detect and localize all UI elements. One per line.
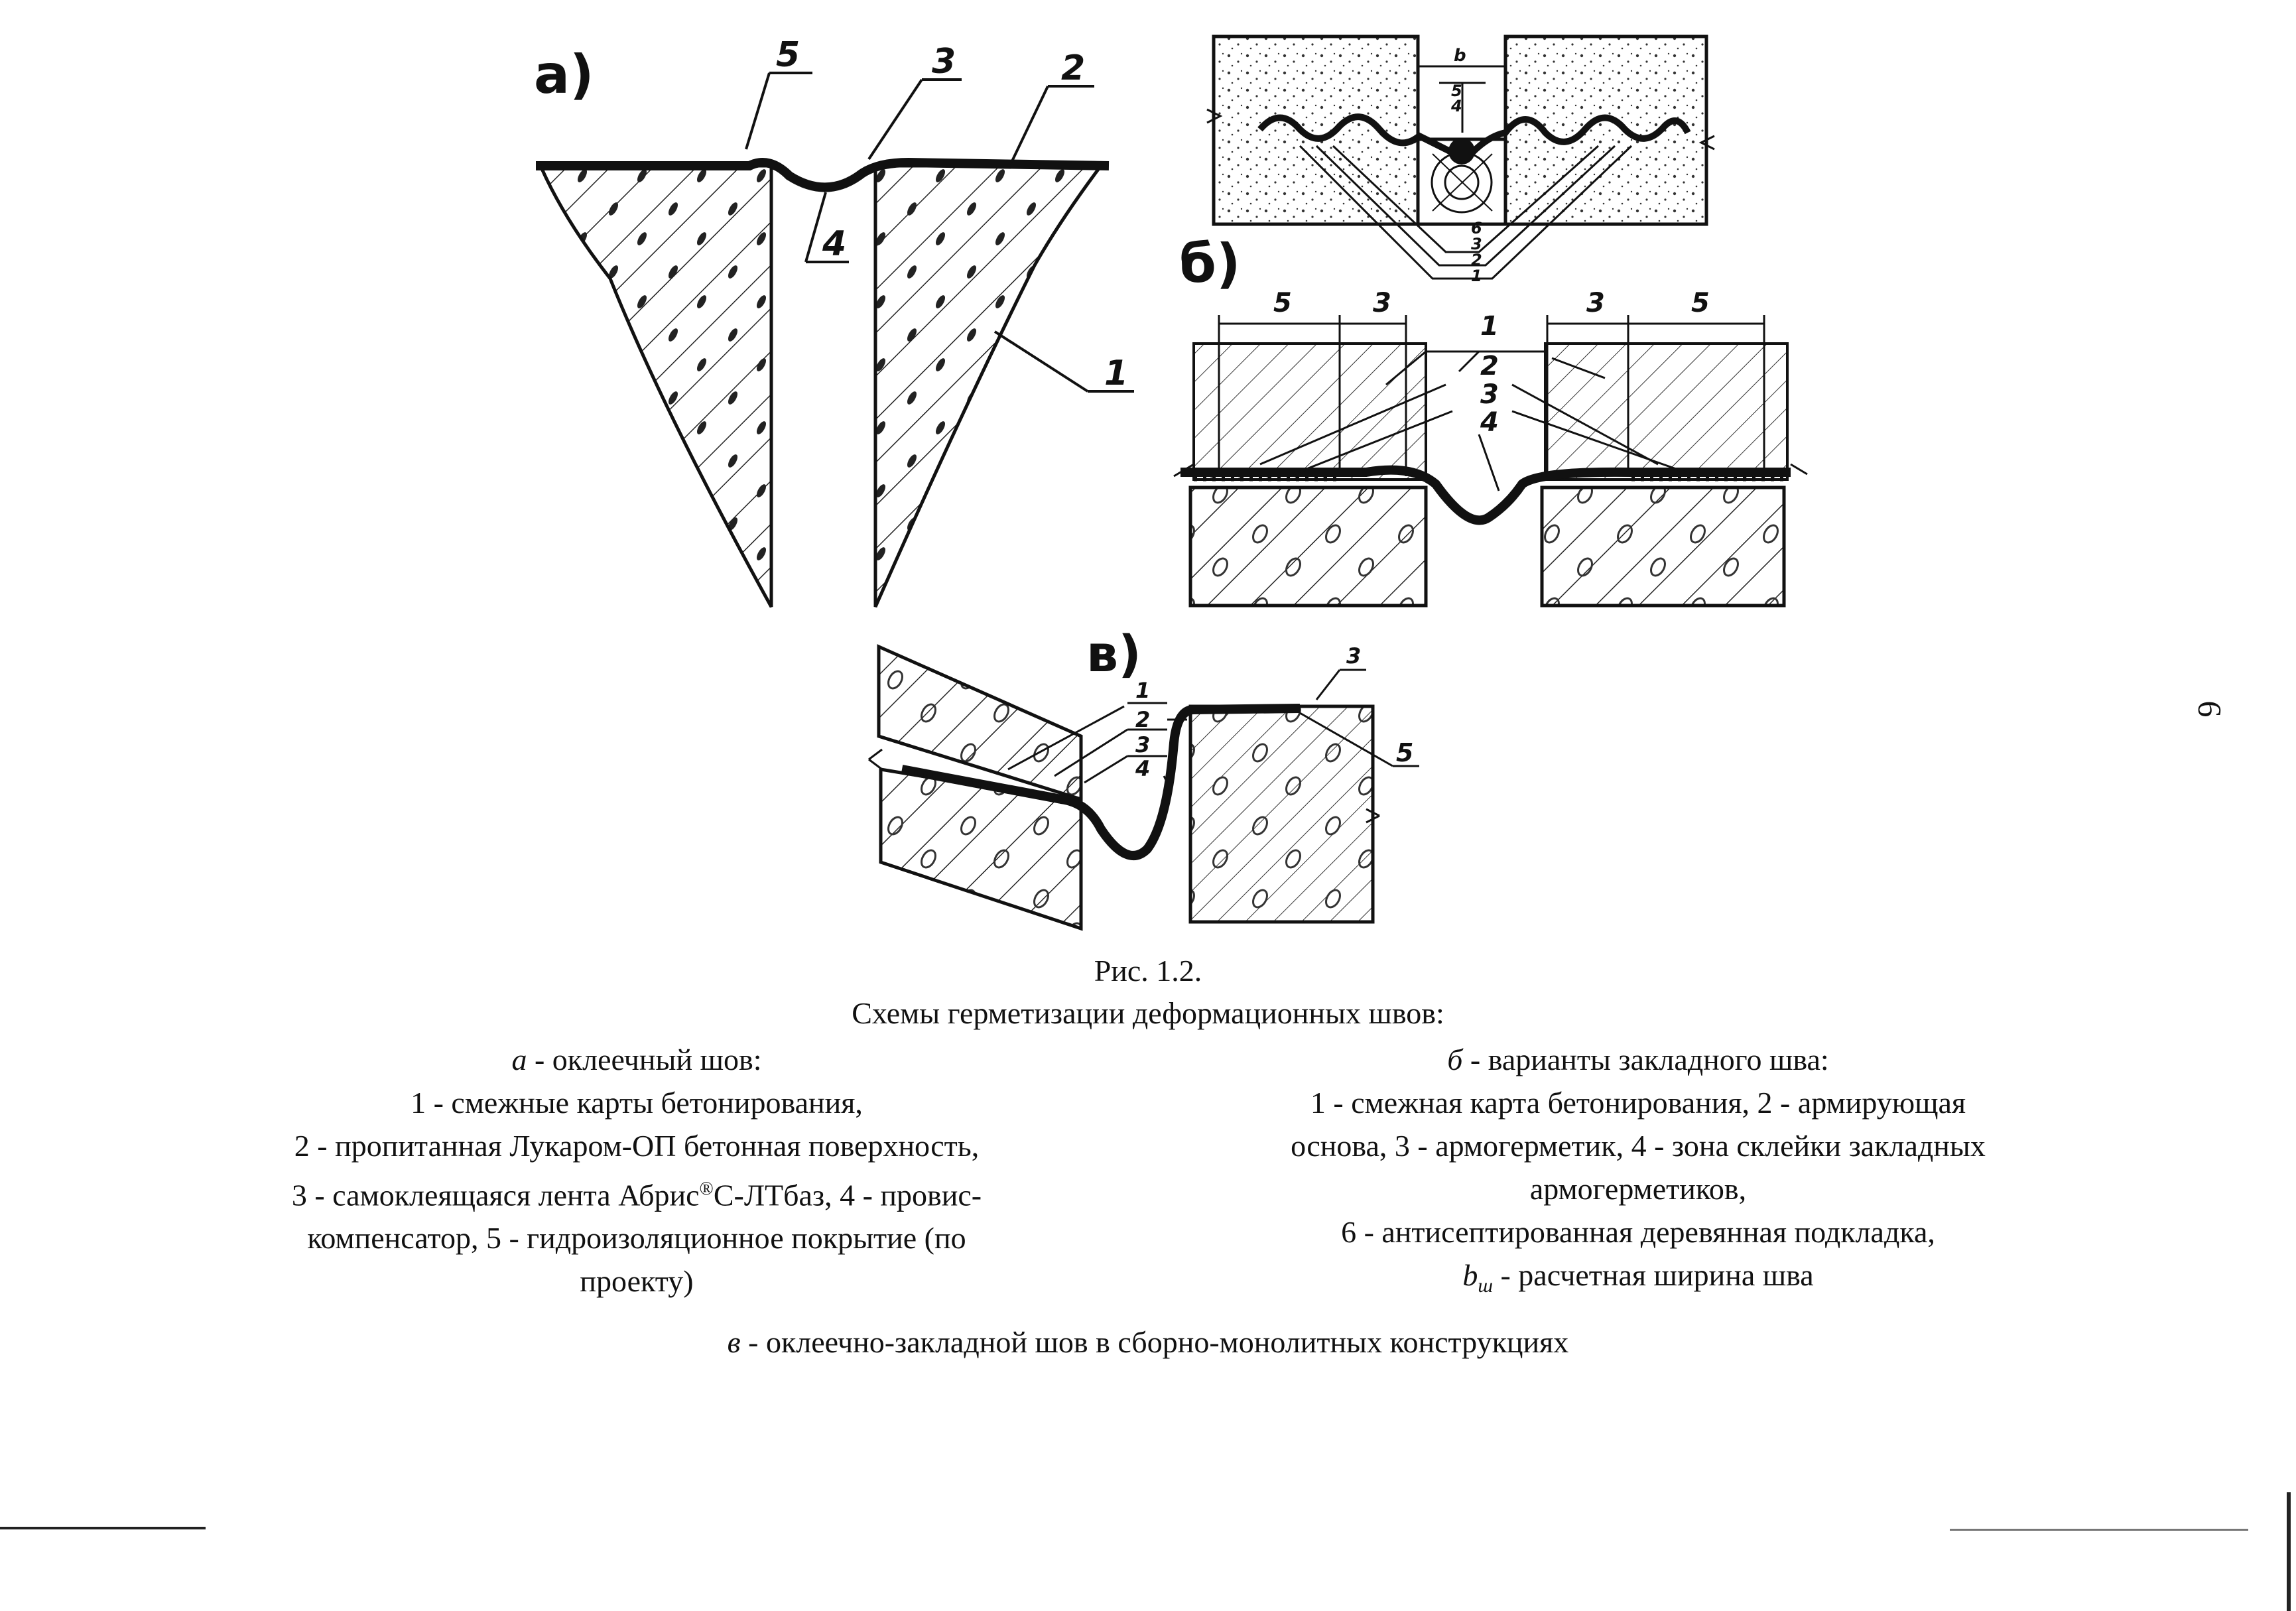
panel-a-callout-2: 2: [1061, 48, 1085, 88]
caption-a-heading-text: - оклеечный шов:: [527, 1043, 762, 1076]
figure-drawing: а) 5 3 2 4 1 b 5 4 6 3 2 1 б): [534, 34, 1808, 931]
caption-a-line-2: 2 - пропитанная Лукаром-ОП бетонная пове…: [294, 1129, 980, 1163]
panel-b-inset-callout-1: 1: [1471, 267, 1482, 285]
panel-a-callout-5: 5: [776, 35, 800, 75]
caption-b-line-4: 6 - антисептированная деревянная подклад…: [1341, 1215, 1935, 1249]
caption-a-heading: а - оклеечный шов:: [166, 1038, 1108, 1081]
caption-b-key: б: [1447, 1043, 1463, 1076]
panel-b-dim-3-right: 3: [1586, 288, 1605, 318]
caption-v-text: - оклеечно-закладной шов в сборно-моноли…: [740, 1325, 1569, 1359]
panel-a-callout-4: 4: [822, 224, 846, 264]
panel-b-callout-2: 2: [1480, 351, 1499, 381]
page-number: 6: [2191, 700, 2229, 718]
caption-a-key: а: [511, 1043, 527, 1076]
panel-b-inset-dim-b: b: [1454, 46, 1466, 66]
registered-mark: ®: [699, 1179, 714, 1199]
panel-v-label: в): [1086, 624, 1141, 683]
panel-b-inset-callout-3: 3: [1471, 235, 1482, 253]
panel-b-inset-callout-2: 2: [1471, 251, 1482, 269]
scan-edge-line-left: [0, 1527, 206, 1529]
panel-v-callout-5-right: 5: [1396, 738, 1413, 767]
caption-b-var-b: b: [1462, 1258, 1478, 1292]
caption-a-line-5: проекту): [580, 1264, 694, 1299]
panel-v-callout-1: 1: [1135, 678, 1150, 703]
caption-b-line-1: 1 - смежная карта бетонирования, 2 - арм…: [1310, 1086, 1966, 1120]
scan-edge-line-vertical: [2287, 1492, 2291, 1611]
panel-b-dim-5-left: 5: [1273, 288, 1292, 318]
panel-b-inset-drawing: [1206, 34, 1715, 280]
panel-v-callout-4: 4: [1135, 756, 1150, 781]
caption-v-key: в: [727, 1325, 741, 1359]
caption-b-line-5: bш - расчетная ширина шва: [1167, 1254, 2109, 1307]
figure-title: Схемы герметизации деформационных швов:: [852, 996, 1444, 1030]
caption-a-line-3-pre: 3 - самоклеящаяся лента Абрис: [291, 1178, 700, 1212]
caption-b-heading-text: - варианты закладного шва:: [1462, 1043, 1829, 1076]
caption-v: в - оклеечно-закладной шов в сборно-моно…: [0, 1321, 2296, 1364]
panel-a-label: а): [534, 44, 594, 105]
figure-number: Рис. 1.2.: [1094, 954, 1202, 988]
caption-b-line-5-post: - расчетная ширина шва: [1492, 1258, 1814, 1292]
panel-b-callout-1: 1: [1480, 311, 1499, 342]
panel-v-callout-3-right: 3: [1346, 643, 1361, 669]
panel-b-inset-callout-4: 4: [1450, 97, 1462, 115]
caption-a-line-3-post: С-ЛТбаз, 4 - провис-: [713, 1178, 982, 1212]
figure-caption-header: Рис. 1.2. Схемы герметизации деформацион…: [0, 950, 2296, 1035]
panel-b-callout-4: 4: [1480, 407, 1499, 438]
panel-v-callout-3: 3: [1135, 732, 1150, 757]
panel-b-callout-3: 3: [1480, 379, 1499, 410]
caption-b-heading: б - варианты закладного шва:: [1167, 1038, 2109, 1081]
caption-b-var-sub: ш: [1478, 1275, 1493, 1297]
caption-a-line-4: компенсатор, 5 - гидроизоляционное покры…: [307, 1221, 966, 1256]
panel-v-callout-2: 2: [1135, 707, 1150, 732]
panel-b-main-drawing: [1173, 315, 1808, 608]
panel-a-drawing: [536, 72, 1134, 608]
caption-b-line-2: основа, 3 - армогерметик, 4 - зона склей…: [1291, 1129, 1986, 1163]
panel-b-dim-5-right: 5: [1691, 288, 1710, 318]
panel-v-drawing: [868, 644, 1419, 931]
caption-column-b: б - варианты закладного шва: 1 - смежная…: [1167, 1038, 2109, 1307]
panel-a-callout-1: 1: [1104, 354, 1128, 393]
panel-b-dim-3-left: 3: [1373, 288, 1391, 318]
panel-a-callout-3: 3: [932, 42, 956, 82]
panel-b-inset-callout-6: 6: [1471, 219, 1482, 237]
caption-a-line-1: 1 - смежные карты бетонирования,: [411, 1086, 863, 1120]
scan-edge-line-right: [1950, 1529, 2248, 1531]
panel-b-label: б): [1179, 233, 1240, 294]
caption-a-line-3: 3 - самоклеящаяся лента Абрис®С-ЛТбаз, 4…: [166, 1167, 1108, 1216]
panel-b-inset-callout-5: 5: [1451, 82, 1462, 100]
caption-b-line-3: армогерметиков,: [1529, 1172, 1747, 1206]
caption-column-a: а - оклеечный шов: 1 - смежные карты бет…: [166, 1038, 1108, 1303]
